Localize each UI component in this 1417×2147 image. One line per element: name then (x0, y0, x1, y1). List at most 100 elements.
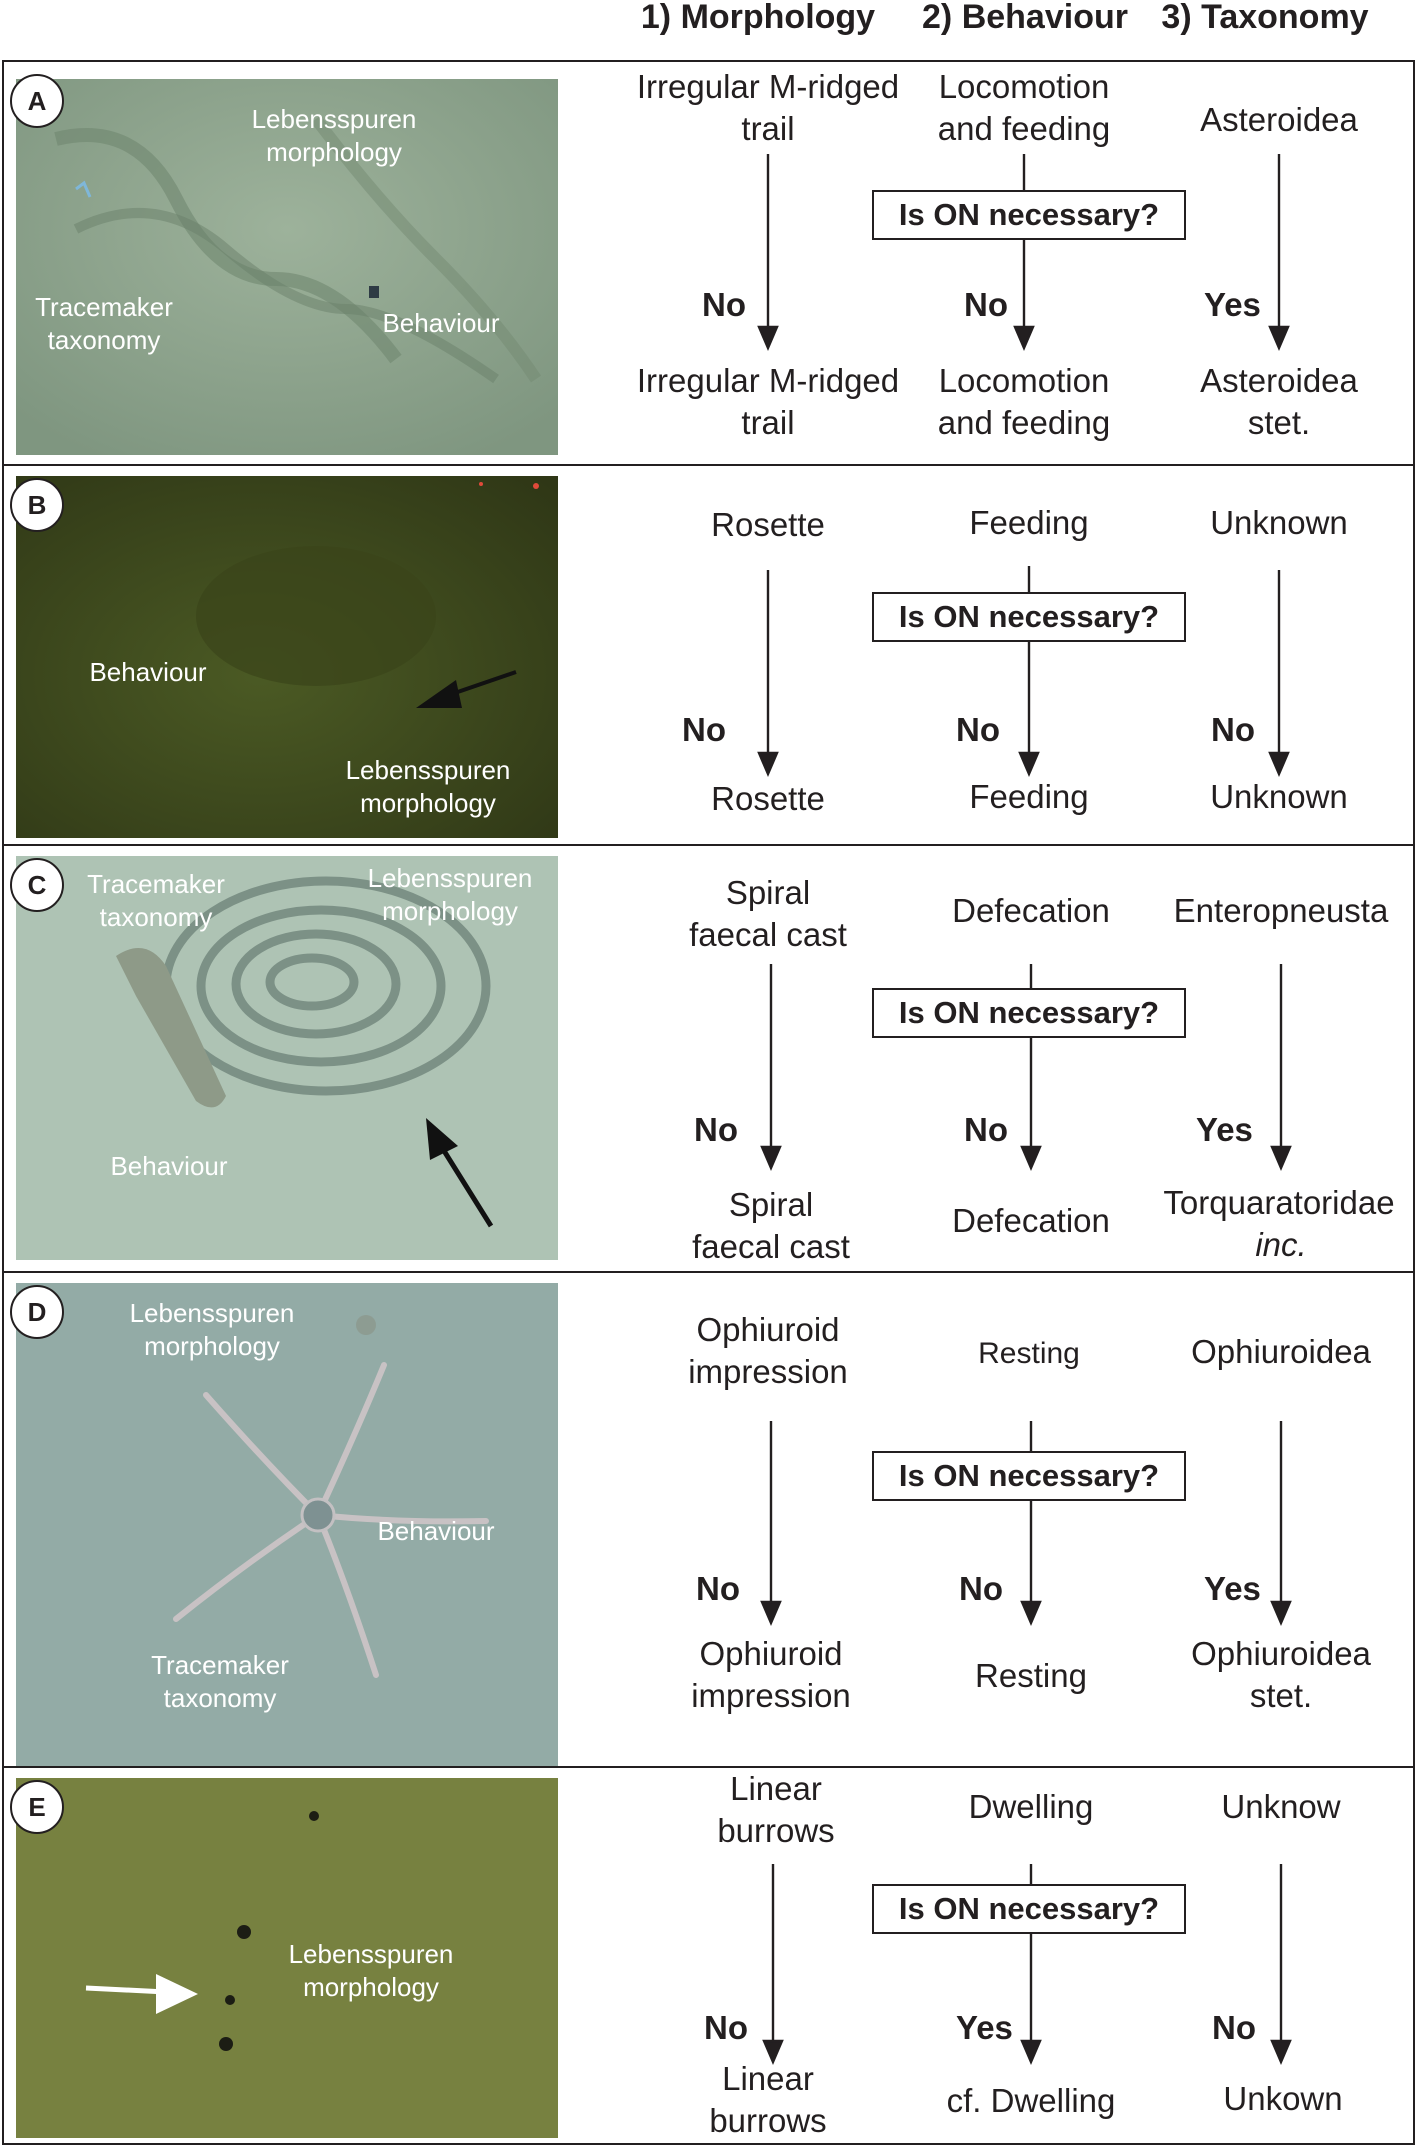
e-answer-morphology: No (704, 2009, 748, 2046)
photo-e-image (16, 1778, 558, 2138)
header-taxonomy: 3) Taxonomy (1161, 0, 1369, 36)
c-bottom-behaviour: Defecation (952, 1202, 1110, 1239)
c-bottom-taxonomy-suffix: inc. (1255, 1226, 1307, 1263)
label-text: Tracemaker taxonomy (87, 869, 225, 932)
down-arrow-icon (757, 325, 779, 352)
a-answer-morphology: No (702, 286, 746, 323)
photo-d: Lebensspuren morphology Behaviour Tracem… (16, 1283, 558, 1767)
photo-c-label-taxonomy: Tracemaker taxonomy (87, 868, 225, 934)
e-bottom-taxonomy: Unkown (1223, 2080, 1343, 2117)
label-text: Lebensspuren morphology (288, 1939, 454, 2002)
c-bottom-morphology: Spiral faecal cast (692, 1186, 850, 1265)
down-arrow-icon (757, 751, 779, 778)
d-top-morphology: Ophiuroid impression (688, 1311, 848, 1390)
pointer-arrow-icon (426, 1118, 458, 1160)
panel-d-badge: D (10, 1285, 64, 1339)
c-arrows (760, 964, 1292, 1172)
d-bottom-taxonomy: Ophiuroidea stet. (1191, 1635, 1371, 1714)
c-top-morphology: Spiral faecal cast (689, 874, 847, 953)
photo-a-image (16, 79, 558, 455)
photo-a-label-taxonomy: Tracemaker taxonomy (35, 291, 173, 357)
pointer-arrow-icon (156, 1974, 198, 2014)
b-bottom-taxonomy: Unknown (1210, 778, 1348, 815)
d-question-box: Is ON necessary? (872, 1451, 1186, 1501)
a-bottom-taxonomy: Asteroidea stet. (1200, 362, 1358, 441)
a-top-morphology: Irregular M-ridged trail (636, 68, 900, 147)
panel-c-badge: C (10, 858, 64, 912)
photo-c-label-behaviour: Behaviour (110, 1150, 227, 1183)
label-text: Lebensspuren morphology (129, 1298, 295, 1361)
photo-a-label-behaviour: Behaviour (382, 307, 499, 340)
pointer-arrow-icon (416, 680, 462, 708)
e-answer-behaviour: Yes (956, 2009, 1013, 2046)
label-text: Behaviour (377, 1516, 495, 1546)
d-top-taxonomy: Ophiuroidea (1191, 1333, 1371, 1370)
a-bottom-behaviour: Locomotion and feeding (937, 362, 1111, 441)
photo-a-label-morphology: Lebensspuren morphology (252, 103, 417, 169)
b-answer-morphology: No (682, 711, 726, 748)
pointer-arrow-icon (85, 1985, 167, 1995)
photo-d-image (16, 1283, 558, 1767)
photo-e-label-morphology: Lebensspuren morphology (289, 1938, 454, 2004)
e-bottom-morphology: Linear burrows (709, 2060, 827, 2139)
d-bottom-behaviour: Resting (975, 1657, 1087, 1694)
b-question-box: Is ON necessary? (872, 592, 1186, 642)
c-bottom-taxonomy: Torquaratoridae (1163, 1184, 1395, 1221)
d-bottom-morphology: Ophiuroid impression (691, 1635, 851, 1714)
photo-b: Behaviour Lebensspuren morphology (16, 476, 558, 838)
a-top-taxonomy: Asteroidea (1200, 101, 1358, 138)
panel-a: Lebensspuren morphology Tracemaker taxon… (2, 60, 1415, 466)
e-top-taxonomy: Unknow (1221, 1788, 1341, 1825)
e-answer-taxonomy: No (1212, 2009, 1256, 2046)
down-arrow-icon (1020, 1145, 1042, 1172)
panel-e-badge: E (10, 1780, 64, 1834)
label-text: Behaviour (382, 308, 500, 338)
panel-e: Lebensspuren morphology E Linear burrows… (2, 1766, 1415, 2145)
a-question-box: Is ON necessary? (872, 190, 1186, 240)
c-question-box: Is ON necessary? (872, 988, 1186, 1038)
b-top-behaviour: Feeding (969, 504, 1089, 541)
b-top-morphology: Rosette (711, 506, 825, 543)
photo-a: Lebensspuren morphology Tracemaker taxon… (16, 79, 558, 455)
photo-b-image (16, 476, 558, 838)
down-arrow-icon (762, 2039, 784, 2066)
label-text: Behaviour (110, 1151, 228, 1181)
b-bottom-morphology: Rosette (711, 780, 825, 817)
photo-e: Lebensspuren morphology (16, 1778, 558, 2138)
a-answer-behaviour: No (964, 286, 1008, 323)
d-answer-behaviour: No (959, 1570, 1003, 1607)
down-arrow-icon (1020, 2039, 1042, 2066)
label-text: Lebensspuren morphology (251, 104, 417, 167)
d-answer-morphology: No (696, 1570, 740, 1607)
e-top-morphology: Linear burrows (717, 1770, 835, 1849)
b-arrows (757, 566, 1290, 778)
photo-b-label-behaviour: Behaviour (89, 656, 206, 689)
a-bottom-morphology: Irregular M-ridged trail (636, 362, 900, 441)
a-answer-taxonomy: Yes (1204, 286, 1261, 323)
photo-d-label-taxonomy: Tracemaker taxonomy (151, 1649, 289, 1715)
panel-c: Tracemaker taxonomy Lebensspuren morphol… (2, 844, 1415, 1274)
photo-d-label-morphology: Lebensspuren morphology (130, 1297, 295, 1363)
d-arrows (760, 1421, 1292, 1627)
b-bottom-behaviour: Feeding (969, 778, 1089, 815)
a-top-behaviour: Locomotion and feeding (937, 68, 1111, 147)
header-morphology: 1) Morphology (640, 0, 876, 36)
e-bottom-behaviour: cf. Dwelling (946, 2082, 1116, 2119)
b-answer-behaviour: No (956, 711, 1000, 748)
header-behaviour: 2) Behaviour (922, 0, 1128, 36)
panel-b-badge: B (10, 478, 64, 532)
b-answer-taxonomy: No (1211, 711, 1255, 748)
c-answer-taxonomy: Yes (1196, 1111, 1253, 1148)
label-text: Tracemaker taxonomy (35, 292, 173, 355)
label-text: Lebensspuren morphology (345, 755, 511, 818)
down-arrow-icon (1268, 751, 1290, 778)
down-arrow-icon (1270, 2039, 1292, 2066)
a-arrows (757, 154, 1290, 352)
c-answer-behaviour: No (964, 1111, 1008, 1148)
d-answer-taxonomy: Yes (1204, 1570, 1261, 1607)
c-top-behaviour: Defecation (952, 892, 1110, 929)
d-top-behaviour: Resting (978, 1337, 1080, 1370)
down-arrow-icon (1270, 1145, 1292, 1172)
photo-b-label-morphology: Lebensspuren morphology (346, 754, 511, 820)
panel-b: Behaviour Lebensspuren morphology B Rose… (2, 464, 1415, 846)
